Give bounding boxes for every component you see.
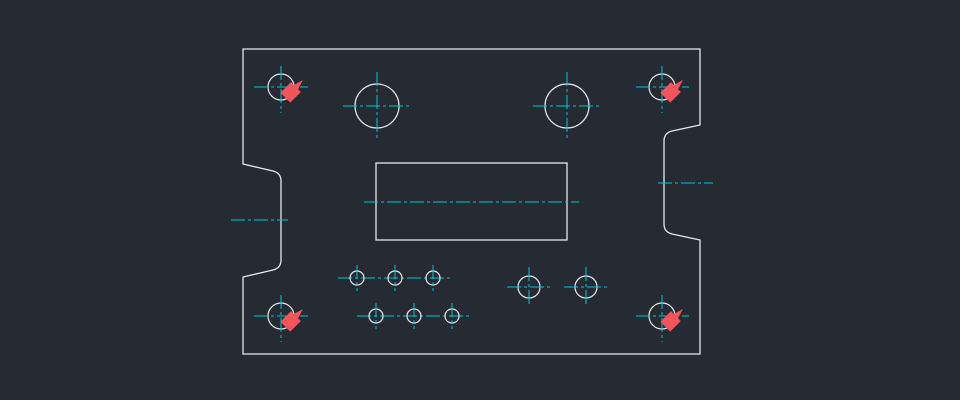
hole-small-row2-3 <box>444 303 460 329</box>
hole-medium-1 <box>507 267 552 307</box>
red-arrow-icon <box>280 309 303 332</box>
hole-large-left <box>343 72 411 140</box>
plate-outline <box>242 48 701 355</box>
hole-small-row1-1 <box>349 265 365 291</box>
hole-small-row1-3 <box>425 265 441 291</box>
red-arrow-icon <box>660 80 683 103</box>
hole-large-right <box>533 72 601 140</box>
hole-small-row1-2 <box>387 265 403 291</box>
red-arrow-icon <box>660 309 683 332</box>
pointer-arrows <box>280 80 683 332</box>
hole-medium-2 <box>564 267 609 307</box>
hole-small-row2-2 <box>406 303 422 329</box>
red-arrow-icon <box>280 80 303 103</box>
hole-small-row2-1 <box>368 303 384 329</box>
